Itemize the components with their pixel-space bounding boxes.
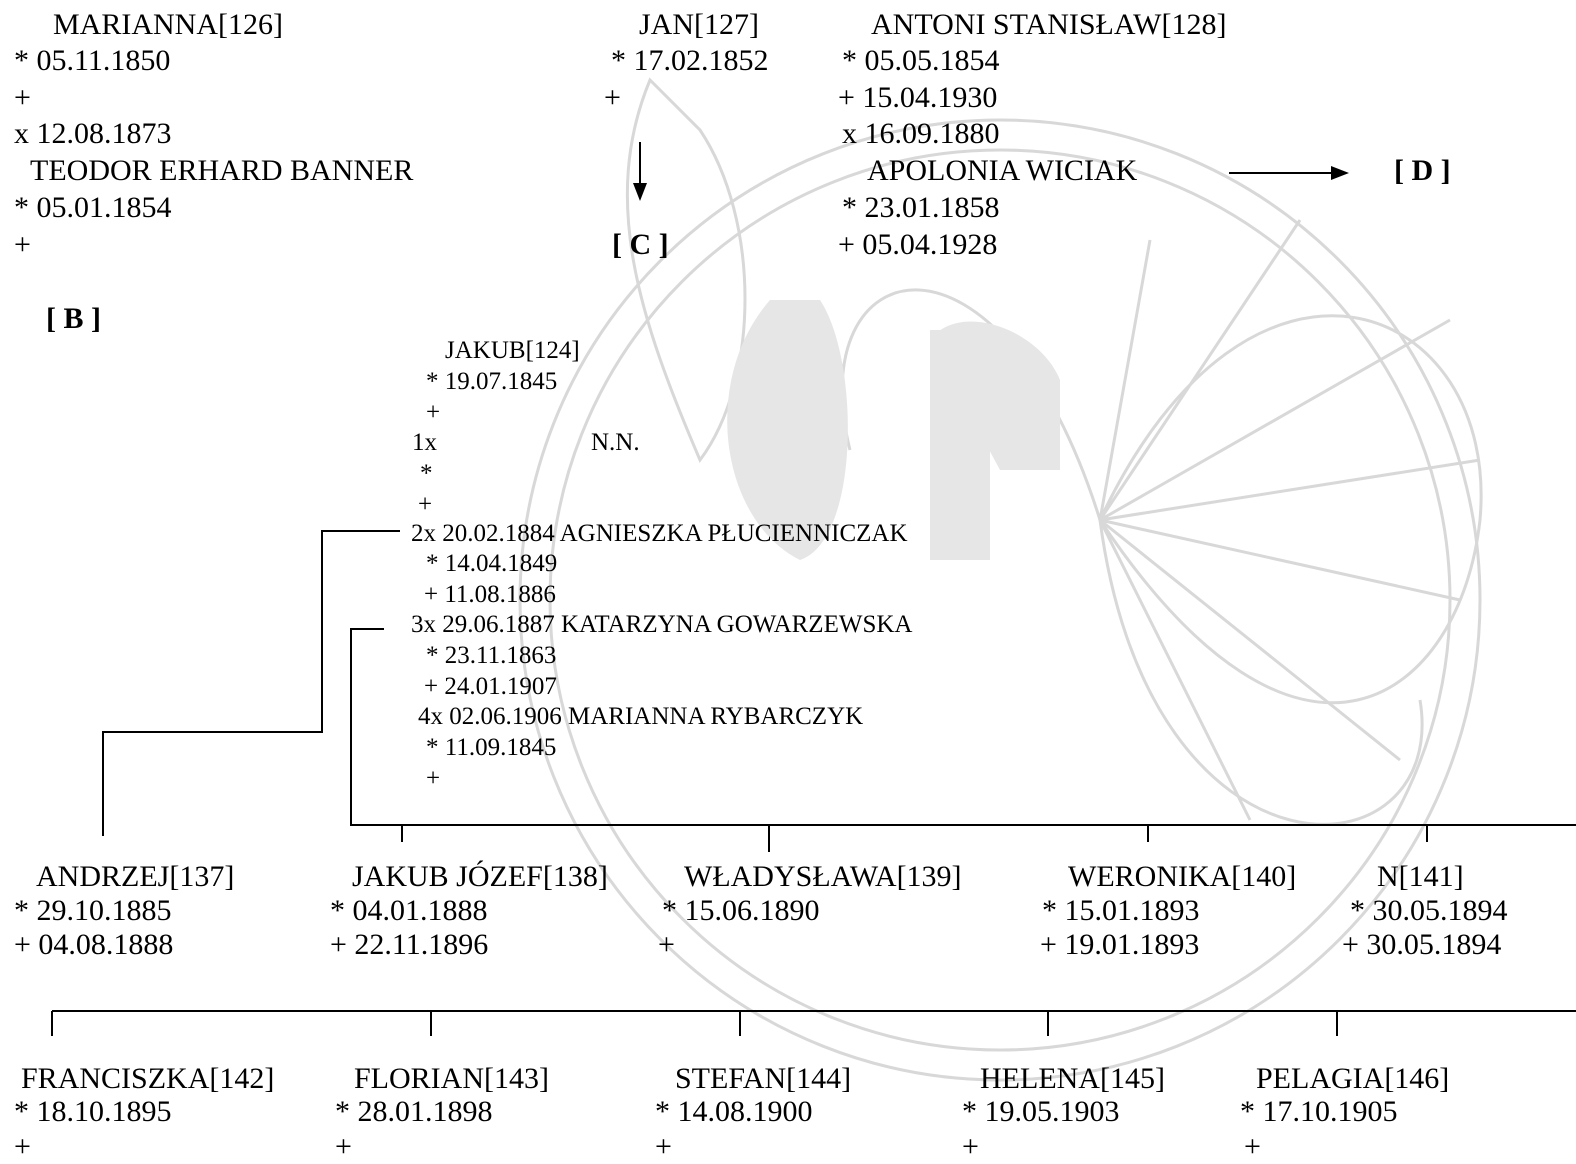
jakub-m1-born: *	[420, 460, 433, 487]
child-born: * 15.01.1893	[1042, 894, 1200, 927]
child-born: * 04.01.1888	[330, 894, 488, 927]
apolonia-name: APOLONIA WICIAK	[867, 154, 1138, 187]
child-name: STEFAN[144]	[675, 1062, 852, 1095]
child-died: + 19.01.1893	[1040, 928, 1200, 961]
child-born: * 18.10.1895	[14, 1095, 172, 1128]
child-born: * 29.10.1885	[14, 894, 172, 927]
child-died: +	[1244, 1130, 1261, 1163]
child-died: + 04.08.1888	[14, 928, 174, 961]
jakub-m1-label: 1x	[412, 429, 437, 456]
child-died: + 30.05.1894	[1342, 928, 1502, 961]
jakub-name: JAKUB[124]	[445, 337, 580, 364]
jakub-m2-died: + 11.08.1886	[424, 581, 556, 608]
jakub-born: * 19.07.1845	[426, 368, 558, 395]
jakub-m2-born: * 14.04.1849	[426, 550, 558, 577]
child-born: * 28.01.1898	[335, 1095, 493, 1128]
jakub-m4-born: * 11.09.1845	[426, 734, 557, 761]
antoni-name: ANTONI STANISŁAW[128]	[871, 8, 1227, 41]
child-name: N[141]	[1377, 860, 1464, 893]
jakub-m1-died: +	[418, 491, 433, 518]
arrow-to-c-head	[633, 183, 647, 201]
line-m3-to-children	[350, 628, 1576, 826]
child-died: +	[962, 1130, 979, 1163]
arrow-to-d-head	[1331, 166, 1349, 180]
teodor-died: +	[14, 228, 31, 261]
child-born: * 17.10.1905	[1240, 1095, 1398, 1128]
teodor-name: TEODOR ERHARD BANNER	[30, 154, 414, 187]
marianna-born: * 05.11.1850	[14, 44, 171, 77]
line-m2-to-andrzej	[102, 530, 400, 836]
jan-name: JAN[127]	[639, 8, 759, 41]
jan-born: * 17.02.1852	[611, 44, 769, 77]
antoni-married: x 16.09.1880	[842, 117, 1000, 150]
child-name: JAKUB JÓZEF[138]	[352, 860, 608, 893]
jakub-m4-line: 4x 02.06.1906 MARIANNA RYBARCZYK	[418, 703, 864, 730]
child-died: + 22.11.1896	[330, 928, 489, 961]
child-born: * 14.08.1900	[655, 1095, 813, 1128]
ref-c: [ C ]	[612, 228, 669, 261]
ref-d: [ D ]	[1394, 154, 1451, 187]
jakub-m1-spouse: N.N.	[591, 429, 640, 456]
child-born: * 15.06.1890	[662, 894, 820, 927]
marianna-married: x 12.08.1873	[14, 117, 172, 150]
child-name: PELAGIA[146]	[1256, 1062, 1450, 1095]
antoni-born: * 05.05.1854	[842, 44, 1000, 77]
child-born: * 30.05.1894	[1350, 894, 1508, 927]
jakub-m2-line: 2x 20.02.1884 AGNIESZKA PŁUCIENNICZAK	[411, 520, 908, 547]
child-name: WŁADYSŁAWA[139]	[684, 860, 962, 893]
teodor-born: * 05.01.1854	[14, 191, 172, 224]
child-died: +	[655, 1130, 672, 1163]
child-died: +	[14, 1130, 31, 1163]
child-name: ANDRZEJ[137]	[36, 860, 235, 893]
jakub-m3-born: * 23.11.1863	[426, 642, 557, 669]
jakub-m3-died: + 24.01.1907	[424, 673, 557, 700]
marianna-died: +	[14, 81, 31, 114]
jakub-died: +	[426, 399, 441, 426]
ref-b: [ B ]	[46, 302, 101, 335]
jan-died: +	[604, 81, 621, 114]
child-name: FRANCISZKA[142]	[21, 1062, 275, 1095]
apolonia-born: * 23.01.1858	[842, 191, 1000, 224]
child-born: * 19.05.1903	[962, 1095, 1120, 1128]
marianna-name: MARIANNA[126]	[53, 8, 283, 41]
child-died: +	[658, 928, 675, 961]
jakub-m4-died: +	[426, 765, 441, 792]
child-name: WERONIKA[140]	[1068, 860, 1297, 893]
antoni-died: + 15.04.1930	[838, 81, 998, 114]
child-died: +	[335, 1130, 352, 1163]
child-name: FLORIAN[143]	[354, 1062, 549, 1095]
jakub-m3-line: 3x 29.06.1887 KATARZYNA GOWARZEWSKA	[411, 611, 913, 638]
apolonia-died: + 05.04.1928	[838, 228, 998, 261]
child-name: HELENA[145]	[980, 1062, 1165, 1095]
